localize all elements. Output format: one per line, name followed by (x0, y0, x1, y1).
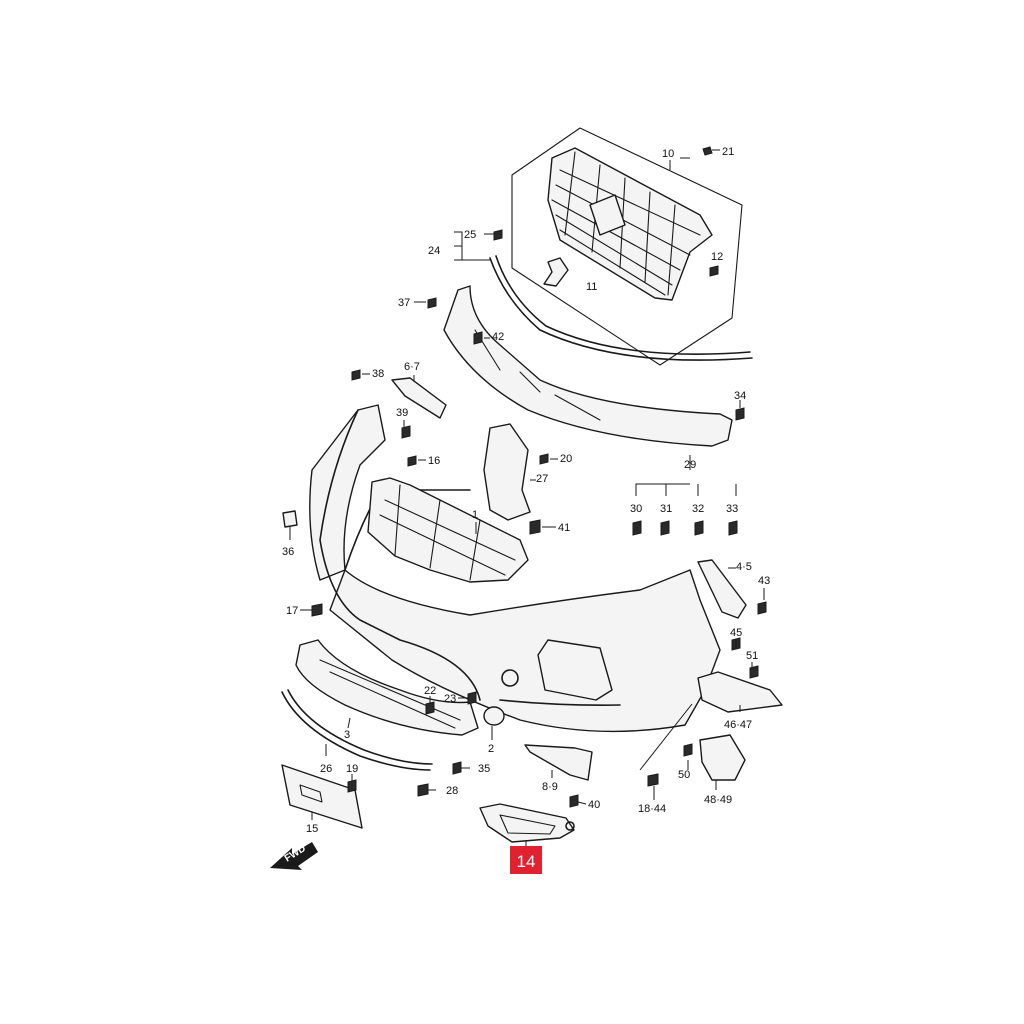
callout-34: 34 (734, 390, 746, 402)
screw-21 (702, 146, 720, 156)
callout-43: 43 (758, 575, 770, 587)
callout-27: 27 (536, 473, 548, 485)
callout-15: 15 (306, 823, 318, 835)
callout-50: 50 (678, 769, 690, 781)
fwd-direction-arrow: FWD (270, 842, 318, 870)
screw-12 (709, 265, 719, 277)
part-bracket-48-49 (699, 734, 746, 781)
callout-26: 26 (320, 763, 332, 775)
callout-2: 2 (488, 743, 494, 755)
callout-8-9: 8·9 (542, 781, 558, 793)
callout-23: 23 (444, 693, 456, 705)
callout-33: 33 (726, 503, 738, 515)
highlight-label: 14 (517, 852, 536, 871)
callout-labels: 10 21 25 24 12 11 37 42 6·7 38 34 39 20 … (282, 146, 770, 835)
callout-48-49: 48·49 (704, 794, 732, 806)
part-emblem-11 (543, 257, 569, 287)
part-clip-36 (282, 510, 298, 528)
callout-46-47: 46·47 (724, 719, 752, 731)
callout-41: 41 (558, 522, 570, 534)
callout-4-5: 4·5 (736, 561, 752, 573)
callout-31: 31 (660, 503, 672, 515)
part-fog-lamp-cover-14 (479, 803, 575, 843)
callout-3: 3 (344, 729, 350, 741)
callout-36: 36 (282, 546, 294, 558)
callout-21: 21 (722, 146, 734, 158)
callout-39: 39 (396, 407, 408, 419)
callout-45: 45 (730, 627, 742, 639)
fastener-icons (311, 229, 767, 808)
part-upper-garnish-29 (443, 285, 733, 447)
callout-40: 40 (588, 799, 600, 811)
callout-17: 17 (286, 605, 298, 617)
callout-24: 24 (428, 245, 440, 257)
callout-12: 12 (711, 251, 723, 263)
callout-32: 32 (692, 503, 704, 515)
callout-51: 51 (746, 650, 758, 662)
callout-20: 20 (560, 453, 572, 465)
callout-29: 29 (684, 459, 696, 471)
part-lower-moulding-26 (281, 689, 433, 771)
grille-inset-frame (511, 127, 743, 366)
part-bracket-46-47 (697, 671, 783, 713)
callout-16: 16 (428, 455, 440, 467)
callout-38: 38 (372, 368, 384, 380)
part-bumper-reinforcement (367, 477, 529, 583)
callout-25: 25 (464, 229, 476, 241)
callout-42: 42 (492, 331, 504, 343)
callout-10: 10 (662, 148, 674, 160)
part-bracket-8-9 (524, 744, 593, 781)
part-bracket-4-5 (697, 559, 747, 619)
callout-6-7: 6·7 (404, 361, 420, 373)
callout-1: 1 (472, 509, 478, 521)
callout-11: 11 (586, 281, 597, 293)
callout-28: 28 (446, 785, 458, 797)
callout-37: 37 (398, 297, 410, 309)
callout-30: 30 (630, 503, 642, 515)
callout-19: 19 (346, 763, 358, 775)
part-bracket-27 (483, 423, 531, 521)
callout-18-44: 18·44 (638, 803, 666, 815)
part-front-grille-10 (547, 147, 713, 301)
highlight-callout-14: 14 (510, 846, 542, 874)
part-upper-moulding-24 (489, 255, 753, 361)
callout-35: 35 (478, 763, 490, 775)
part-cap-2 (483, 706, 505, 726)
callout-22: 22 (424, 685, 436, 697)
part-license-bracket-15 (281, 764, 363, 829)
part-bracket-6-7 (391, 377, 447, 419)
part-front-bumper-1 (309, 404, 721, 733)
highlight-box (510, 846, 542, 874)
